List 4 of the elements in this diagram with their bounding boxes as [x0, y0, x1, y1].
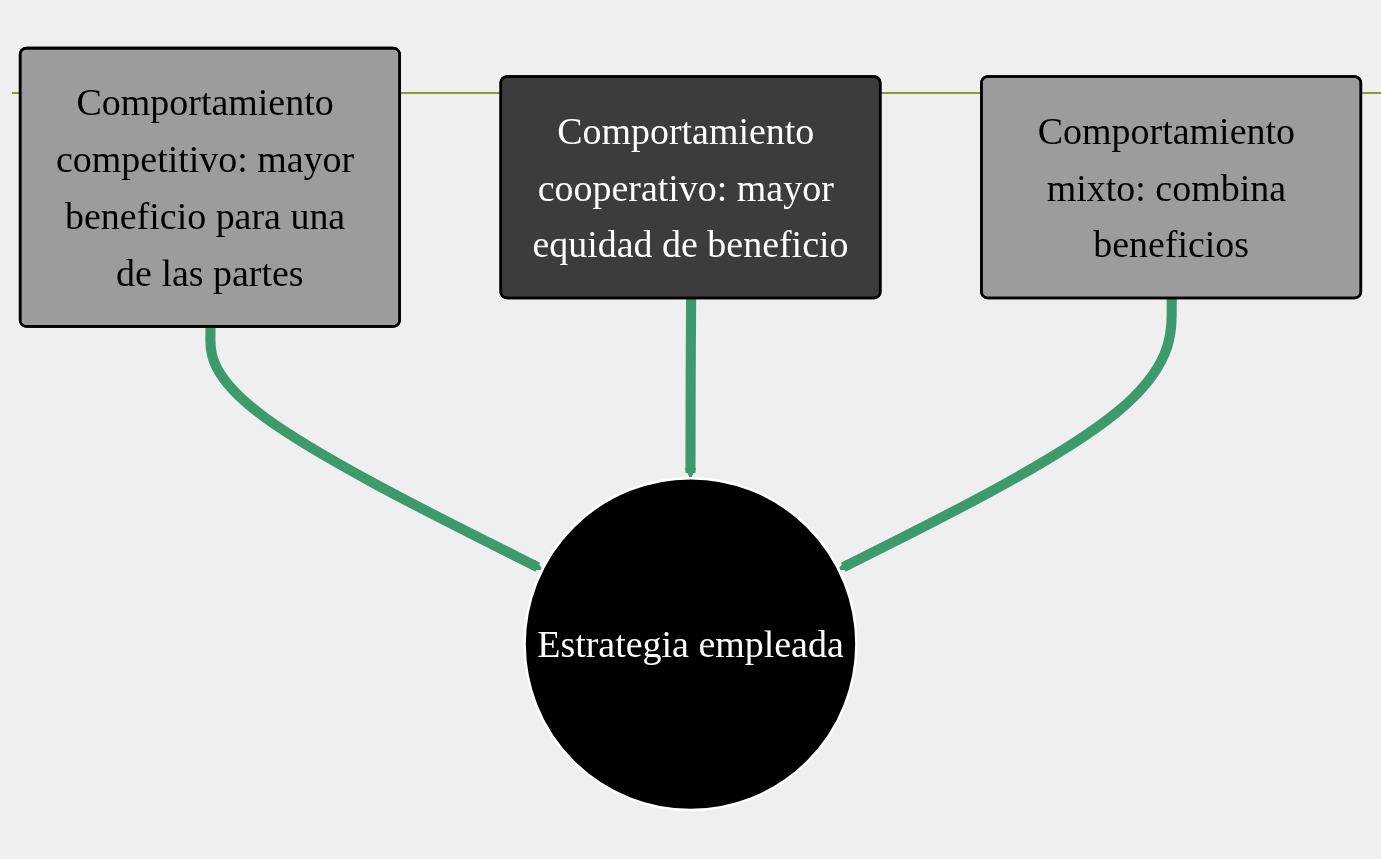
arrow — [684, 298, 697, 480]
arrow — [205, 327, 543, 573]
node-circle: Estrategia empleada — [523, 477, 858, 812]
arrow — [838, 298, 1177, 573]
